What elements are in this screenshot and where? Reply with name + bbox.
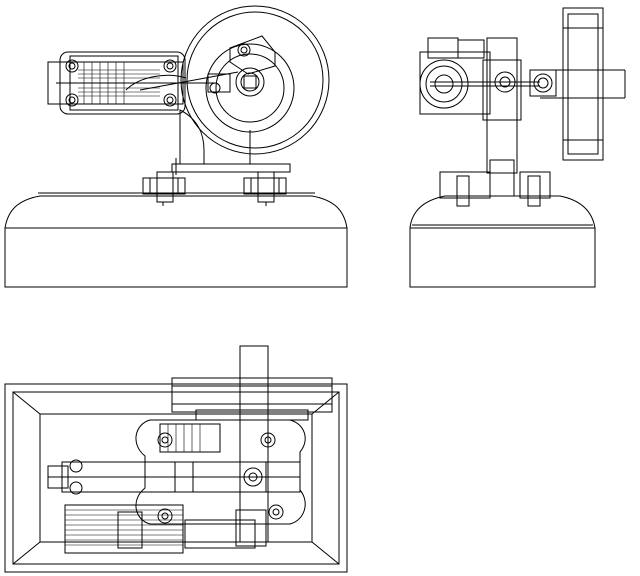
front-bracket	[171, 35, 291, 175]
side-column	[439, 37, 551, 207]
side-cylinder	[419, 37, 557, 115]
side-flywheel	[540, 7, 626, 161]
front-flywheel	[180, 5, 330, 155]
top-flywheel	[171, 345, 333, 543]
side-view	[409, 7, 626, 288]
top-heater	[64, 504, 267, 554]
front-view	[4, 5, 348, 288]
top-frame	[135, 419, 306, 525]
side-base	[409, 195, 596, 288]
top-view	[4, 345, 348, 573]
top-cylinder	[47, 459, 301, 495]
front-cylinder	[47, 51, 239, 115]
top-base	[4, 383, 348, 573]
front-bolts	[142, 171, 287, 206]
front-base	[4, 192, 348, 288]
